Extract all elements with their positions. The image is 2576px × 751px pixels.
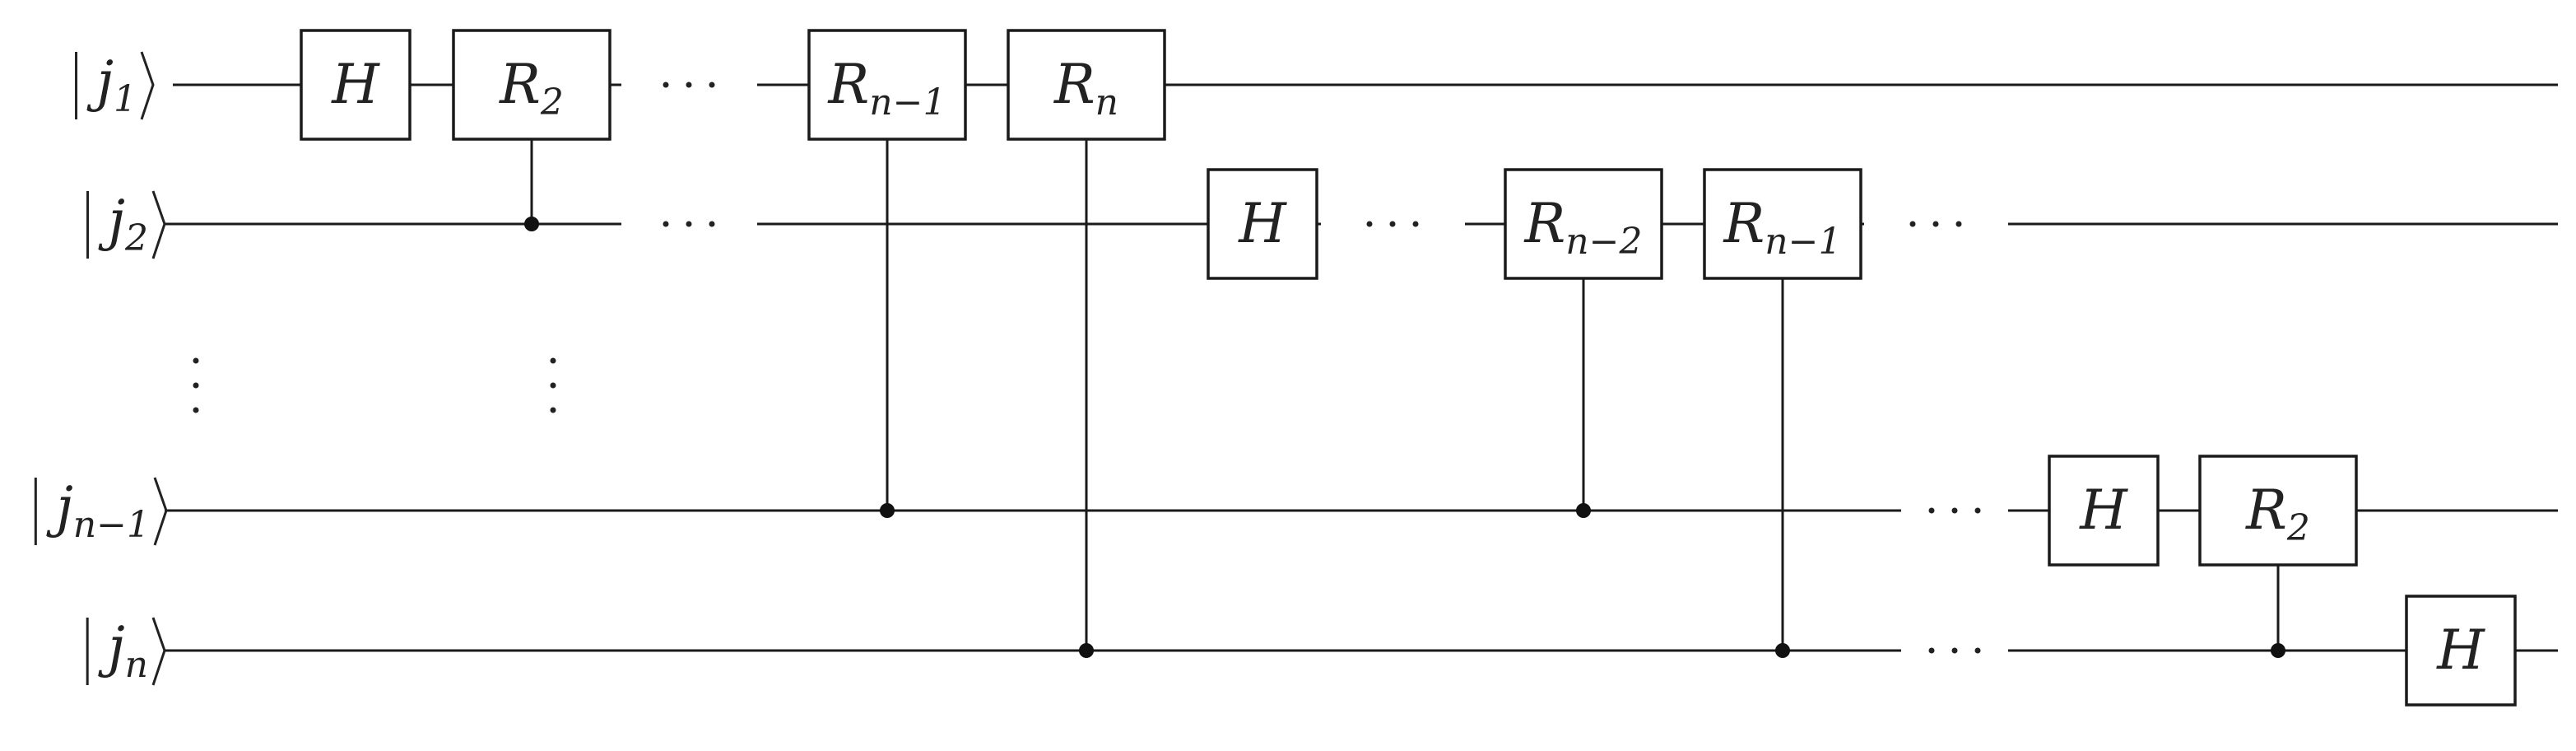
wire-ellipsis: [1909, 221, 1962, 227]
gate-box: [807, 29, 967, 141]
qubit-labels: j1 j2 jn−1 jn: [34, 49, 168, 686]
control-dot: [880, 503, 895, 518]
wire-ellipsis: [663, 221, 715, 227]
gate-label: H: [1238, 192, 1287, 255]
wire-ellipsis: [663, 82, 715, 88]
rotation-gate: Rn−1: [1703, 168, 1862, 280]
gate-box: [1504, 168, 1663, 280]
svg-text:j1: j1: [86, 49, 137, 120]
hadamard-gate: H: [2048, 455, 2160, 567]
svg-text:jn−1: jn−1: [45, 475, 150, 546]
wire-ellipsis: [1366, 221, 1419, 227]
control-dots: [524, 217, 2285, 658]
gate-label: R2: [499, 53, 564, 124]
control-dot: [1079, 643, 1094, 658]
vertical-ellipsis: [193, 357, 199, 413]
control-dot: [2271, 643, 2285, 658]
gate-box: [2405, 595, 2517, 707]
ket-angle: [151, 190, 166, 259]
gate-box: [1207, 168, 1318, 280]
ellipses: [193, 82, 1981, 654]
rotation-gate: Rn−2: [1504, 168, 1663, 280]
gate-box: [2198, 455, 2358, 567]
hadamard-gate: H: [2405, 595, 2517, 707]
gate-box: [1703, 168, 1862, 280]
qubit-label: jn−1: [34, 475, 168, 546]
control-lines: [530, 139, 2280, 651]
gate-label: H: [331, 53, 380, 116]
control-dot: [1576, 503, 1591, 518]
gate-label: H: [2079, 478, 2128, 542]
ket-angle: [153, 477, 168, 546]
gate-label: Rn−1: [1723, 192, 1842, 263]
hadamard-gate: H: [1207, 168, 1318, 280]
ket-angle: [140, 51, 155, 120]
control-dot: [524, 217, 539, 231]
gate-box: [1007, 29, 1166, 141]
ket-angle: [151, 617, 166, 686]
hadamard-gate: H: [300, 29, 412, 141]
gate-label: Rn−1: [828, 53, 946, 124]
svg-text:j2: j2: [98, 189, 148, 259]
rotation-gate: Rn: [1007, 29, 1166, 141]
gate-label: H: [2436, 618, 2485, 682]
control-dot: [1775, 643, 1790, 658]
rotation-gate: Rn−1: [807, 29, 967, 141]
gate-box: [300, 29, 412, 141]
wire-ellipsis: [1928, 647, 1981, 654]
qubit-label: jn: [86, 615, 166, 686]
svg-text:jn: jn: [97, 615, 148, 686]
gate-box: [452, 29, 611, 141]
gate-label: Rn−2: [1524, 192, 1643, 263]
wire-ellipsis: [1928, 507, 1981, 514]
rotation-gate: R2: [2198, 455, 2358, 567]
gate-label: Rn: [1053, 53, 1118, 124]
rotation-gate: R2: [452, 29, 611, 141]
vertical-ellipsis: [550, 357, 556, 413]
gate-box: [2048, 455, 2160, 567]
gate-label: R2: [2245, 478, 2310, 549]
qubit-label: j2: [86, 189, 166, 259]
qubit-label: j1: [75, 49, 155, 120]
